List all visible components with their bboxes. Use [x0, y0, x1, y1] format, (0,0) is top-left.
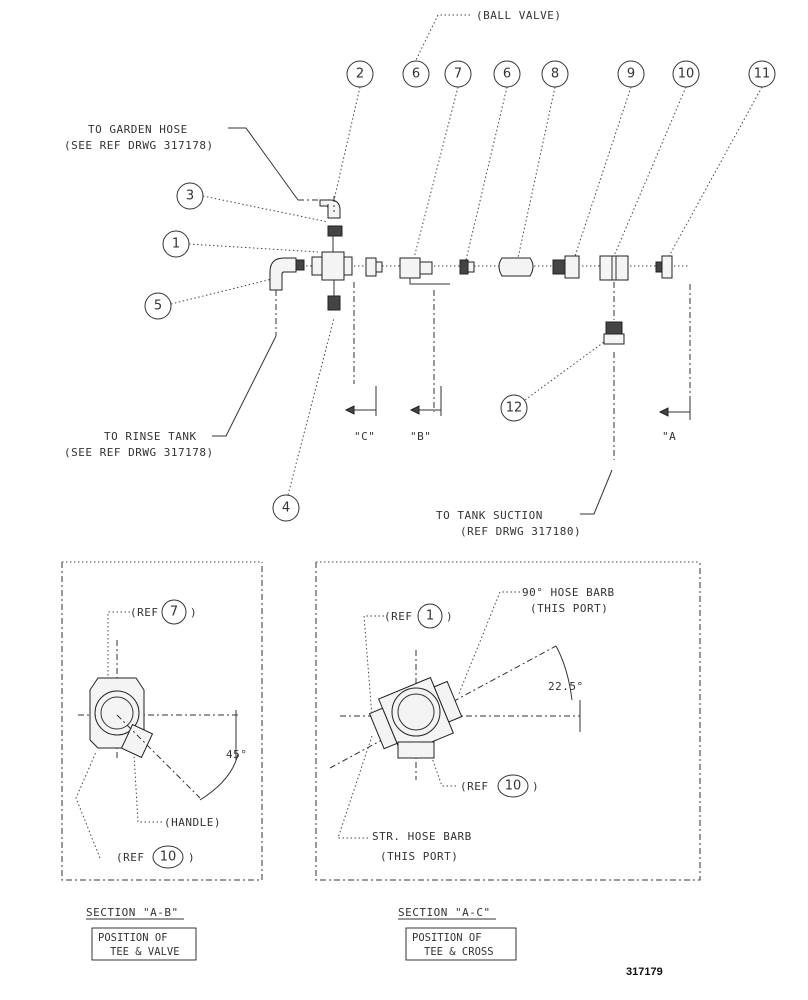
section-ac-detail: (REF 1 ) 90° HOSE BARB (THIS PORT) 22.5°…	[315, 561, 701, 881]
svg-text:(THIS PORT): (THIS PORT)	[530, 602, 608, 615]
svg-text:(REF: (REF	[130, 606, 159, 619]
tank-suction-note: TO TANK SUCTION (REF DRWG 317180)	[436, 469, 613, 538]
svg-text:(SEE REF DRWG 317178): (SEE REF DRWG 317178)	[64, 139, 214, 152]
part-11-plug	[655, 255, 673, 279]
callout-8: 8	[541, 60, 569, 88]
callout-4: 2	[346, 60, 374, 88]
svg-text:8: 8	[551, 67, 559, 82]
valve-section-body	[89, 677, 154, 759]
callout-5: 5	[144, 292, 172, 320]
section-marker-a: "A	[658, 396, 691, 443]
svg-text:): )	[446, 610, 453, 623]
callout-11: 11	[748, 60, 776, 88]
svg-text:11: 11	[754, 67, 771, 82]
section-marker-c: "C"	[344, 386, 377, 443]
svg-text:STR. HOSE BARB: STR. HOSE BARB	[372, 830, 472, 843]
section-marker-b: "B"	[409, 386, 442, 443]
svg-text:6: 6	[503, 67, 511, 82]
callout-1: 1	[162, 230, 190, 258]
svg-text:"B": "B"	[410, 430, 431, 443]
centerlines	[275, 196, 691, 460]
svg-text:TO TANK SUCTION: TO TANK SUCTION	[436, 509, 543, 522]
svg-text:(REF: (REF	[116, 851, 145, 864]
part-3-nipple	[327, 225, 343, 237]
callout-10: 10	[672, 60, 700, 88]
callout-6-left: 6	[402, 60, 430, 88]
ball-valve-label: (BALL VALVE)	[476, 9, 561, 22]
callout-2: 4	[272, 494, 300, 522]
part-2-barb	[327, 280, 341, 311]
svg-text:(REF: (REF	[384, 610, 413, 623]
svg-text:3: 3	[186, 189, 194, 204]
part-6b-adapter	[459, 259, 475, 275]
drawing-number: 317179	[626, 966, 663, 978]
rinse-tank-note: TO RINSE TANK (SEE REF DRWG 317178)	[64, 335, 277, 459]
svg-text:POSITION OF: POSITION OF	[412, 932, 482, 944]
part-8-coupling	[498, 257, 534, 277]
part-6a-adapter	[365, 257, 383, 277]
svg-text:SECTION "A-B": SECTION "A-B"	[86, 906, 179, 919]
svg-text:10: 10	[505, 779, 522, 794]
svg-text:10: 10	[160, 850, 177, 865]
caption-section-ac: SECTION "A-C" POSITION OF TEE & CROSS	[398, 906, 517, 961]
svg-text:(REF DRWG 317180): (REF DRWG 317180)	[460, 525, 581, 538]
part-1-cross	[311, 236, 353, 281]
svg-text:1: 1	[172, 237, 180, 252]
callout-6-right: 6	[493, 60, 521, 88]
svg-text:90° HOSE BARB: 90° HOSE BARB	[522, 586, 615, 599]
garden-hose-note: TO GARDEN HOSE (SEE REF DRWG 317178)	[64, 123, 299, 201]
part-7-ball-valve	[399, 257, 450, 285]
svg-text:TEE & CROSS: TEE & CROSS	[424, 946, 494, 958]
svg-text:TEE & VALVE: TEE & VALVE	[110, 946, 180, 958]
svg-text:9: 9	[627, 67, 635, 82]
callout-3: 3	[176, 182, 204, 210]
svg-text:TO RINSE TANK: TO RINSE TANK	[104, 430, 197, 443]
svg-text:): )	[532, 780, 539, 793]
svg-text:): )	[188, 851, 195, 864]
angle-22-5-label: 22.5°	[548, 680, 584, 693]
angle-45-label: 45°	[226, 748, 247, 761]
svg-text:10: 10	[678, 67, 695, 82]
callout-9: 9	[617, 60, 645, 88]
leader-lines	[170, 14, 763, 496]
callout-12: 12	[500, 394, 528, 422]
svg-text:SECTION "A-C": SECTION "A-C"	[398, 906, 491, 919]
svg-text:POSITION OF: POSITION OF	[98, 932, 168, 944]
svg-text:1: 1	[426, 609, 434, 624]
part-12-barb	[603, 321, 625, 345]
svg-text:(SEE REF DRWG 317178): (SEE REF DRWG 317178)	[64, 446, 214, 459]
svg-text:7: 7	[454, 67, 462, 82]
svg-text:5: 5	[154, 299, 162, 314]
part-9-adapter	[552, 255, 580, 279]
part-10-tee	[599, 255, 629, 281]
svg-text:12: 12	[506, 401, 523, 416]
part-5-elbow	[269, 257, 305, 291]
svg-text:TO GARDEN HOSE: TO GARDEN HOSE	[88, 123, 188, 136]
svg-text:2: 2	[356, 67, 364, 82]
svg-text:"A: "A	[662, 430, 676, 443]
svg-text:(REF: (REF	[460, 780, 489, 793]
svg-text:7: 7	[170, 605, 178, 620]
svg-text:4: 4	[282, 501, 290, 516]
section-ab-detail: (REF 7 ) 45° (HANDLE) (REF 10 )	[61, 561, 263, 881]
svg-text:6: 6	[412, 67, 420, 82]
caption-section-ab: SECTION "A-B" POSITION OF TEE & VALVE	[86, 906, 197, 961]
callout-7: 7	[444, 60, 472, 88]
svg-text:"C": "C"	[354, 430, 375, 443]
svg-text:(THIS PORT): (THIS PORT)	[380, 850, 458, 863]
svg-text:(HANDLE): (HANDLE)	[164, 816, 221, 829]
svg-text:): )	[190, 606, 197, 619]
part-4-elbow	[319, 199, 341, 219]
cross-section-body	[368, 676, 463, 759]
